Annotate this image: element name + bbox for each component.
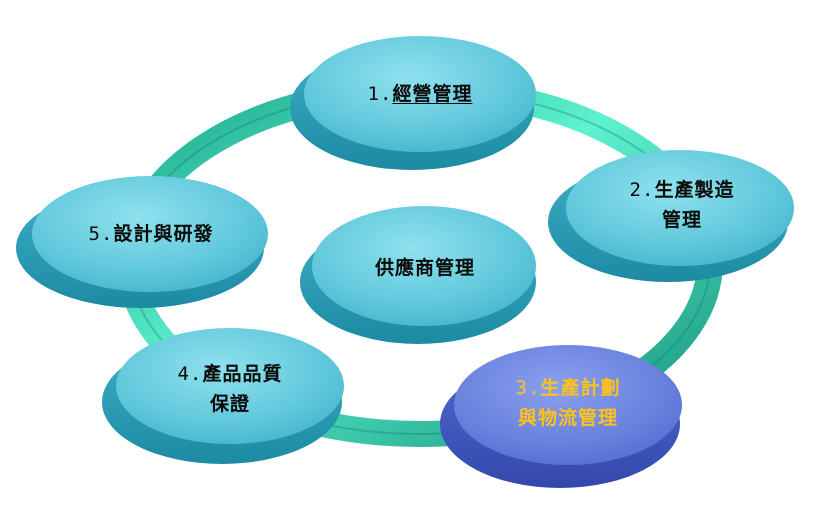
node-production-text: 生產製造 xyxy=(654,179,735,201)
node-supplier-disk xyxy=(300,206,536,344)
node-management-number: 1. xyxy=(367,83,393,105)
node-management-disk xyxy=(290,36,536,170)
node-management-label[interactable]: 1.經營管理 xyxy=(330,72,510,116)
node-supplier-label[interactable]: 供應商管理 xyxy=(340,246,510,290)
node-quality-label[interactable]: 4.產品品質 保證 xyxy=(140,354,320,424)
node-management-text: 經營管理 xyxy=(392,83,473,105)
node-planning-text: 生產計劃 xyxy=(540,377,621,399)
node-quality-text-2: 保證 xyxy=(209,393,250,415)
node-quality-number: 4. xyxy=(177,363,203,385)
node-planning-number: 3. xyxy=(515,377,541,399)
node-quality-disk xyxy=(102,328,344,464)
node-supplier-text: 供應商管理 xyxy=(374,257,475,279)
node-design-number: 5. xyxy=(88,223,114,245)
node-planning-disk xyxy=(440,345,682,488)
node-production-disk xyxy=(548,150,794,282)
node-production-label[interactable]: 2.生產製造 管理 xyxy=(592,170,772,240)
node-design-text: 設計與研發 xyxy=(113,223,214,245)
node-planning-label[interactable]: 3.生產計劃 與物流管理 xyxy=(478,368,658,438)
node-production-text-2: 管理 xyxy=(661,209,702,231)
node-design-disk xyxy=(16,176,268,308)
node-design-label[interactable]: 5.設計與研發 xyxy=(66,212,236,256)
node-quality-text: 產品品質 xyxy=(202,363,283,385)
node-planning-text-2: 與物流管理 xyxy=(517,407,618,429)
node-production-number: 2. xyxy=(629,179,655,201)
